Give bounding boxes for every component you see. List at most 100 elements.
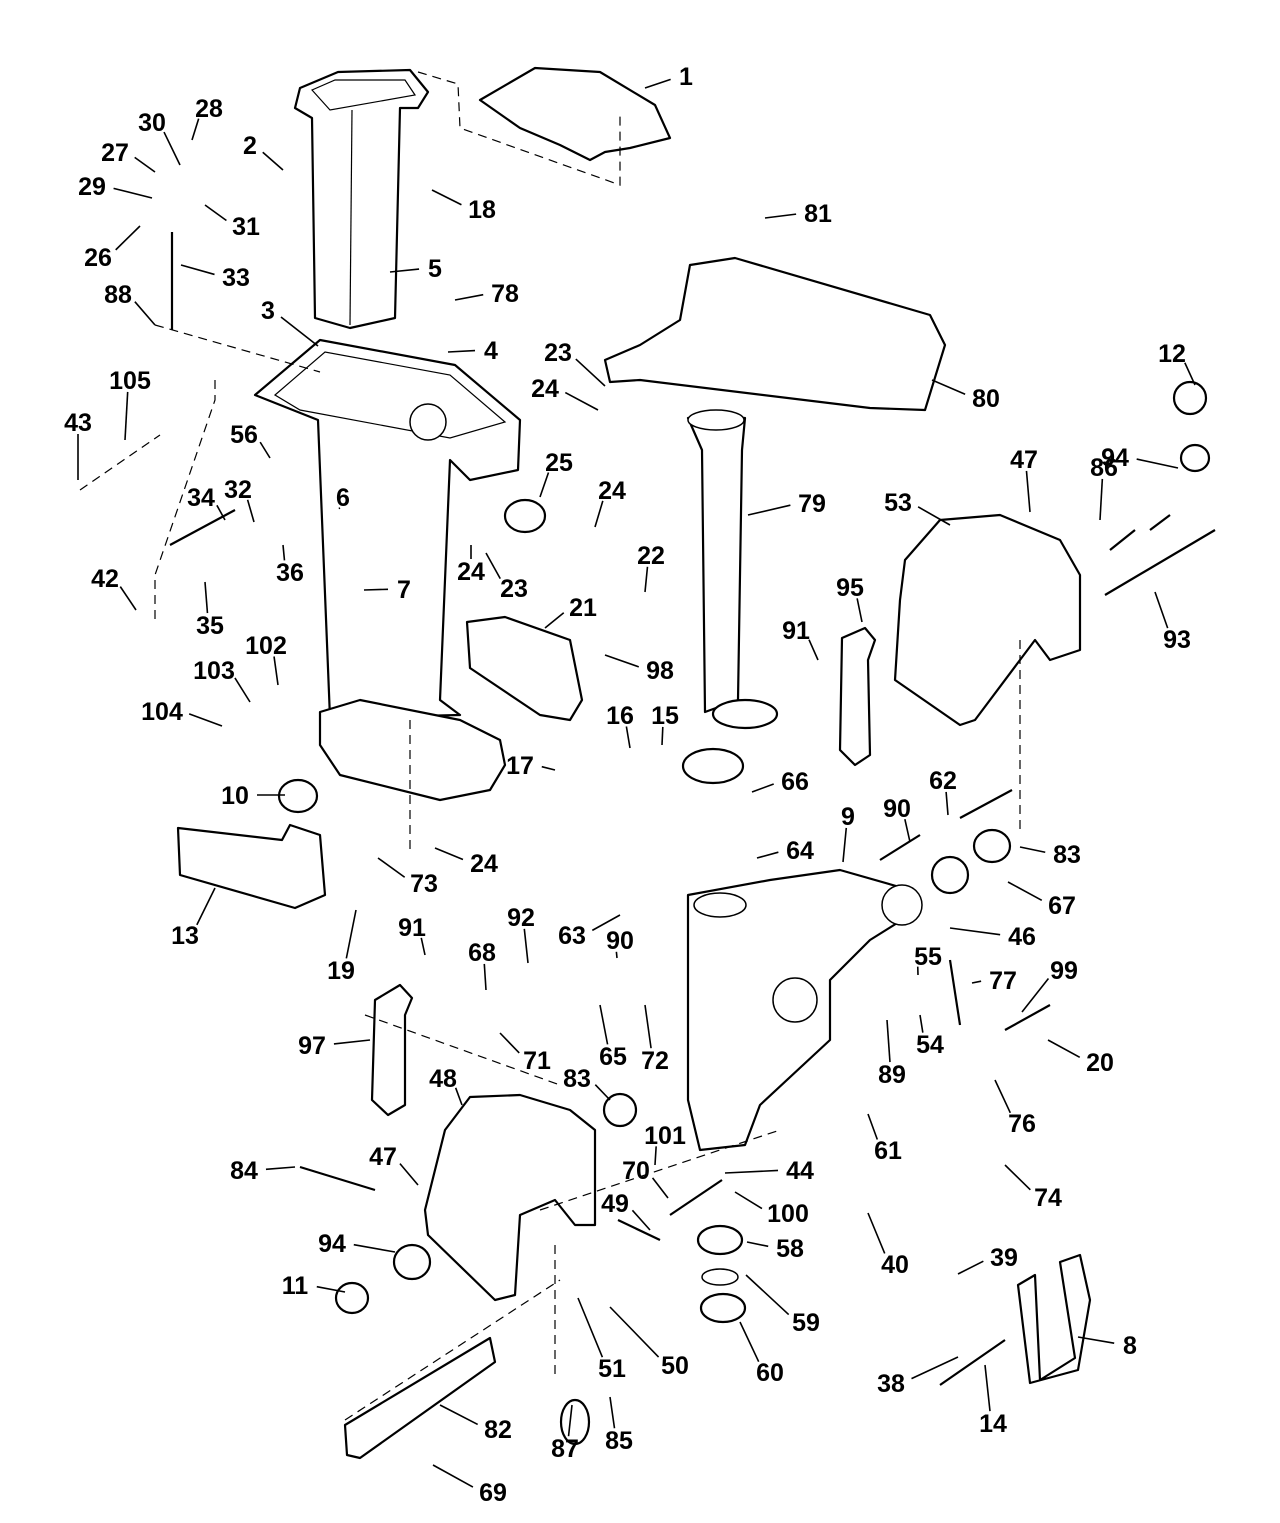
part-number-label: 3 [261, 297, 275, 325]
callout-c8: 8 [1077, 1332, 1137, 1360]
part-number-label: 74 [1034, 1184, 1062, 1212]
part-number-label: 33 [222, 264, 250, 292]
callout-c35: 35 [196, 581, 224, 640]
callout-c4: 4 [447, 337, 498, 365]
callout-c14: 14 [979, 1364, 1007, 1438]
part-number-label: 92 [507, 904, 535, 932]
part-number-label: 99 [1050, 957, 1078, 985]
callout-c70: 70 [622, 1157, 669, 1199]
leader-line [886, 1019, 891, 1063]
spring-drawing [617, 1219, 661, 1241]
leader-line [316, 1285, 346, 1293]
callout-c88: 88 [104, 281, 156, 326]
part-number-label: 78 [491, 280, 519, 308]
part-number-label: 86 [1090, 454, 1118, 482]
washer-drawing [972, 828, 1012, 864]
callout-c42: 42 [91, 565, 137, 611]
leader-line [867, 1113, 879, 1140]
callout-c55: 55 [914, 943, 942, 976]
part-number-label: 35 [196, 612, 224, 640]
part-number-label: 101 [644, 1122, 686, 1150]
leader-line [654, 1146, 657, 1166]
callout-c2: 2 [243, 132, 284, 171]
callout-c47a: 47 [1010, 446, 1038, 513]
leader-line [945, 791, 949, 816]
shaft-drawing [169, 509, 236, 546]
leader-line [756, 851, 779, 859]
part-number-label: 24 [457, 558, 485, 586]
callout-c60: 60 [739, 1321, 784, 1387]
part-number-label: 10 [221, 782, 249, 810]
stern-bracket-left-drawing [423, 1093, 597, 1302]
leader-line [447, 349, 476, 353]
part-number-label: 59 [792, 1309, 820, 1337]
leader-line [904, 819, 911, 843]
callout-c94a: 94 [1101, 444, 1179, 472]
leader-line [957, 1260, 984, 1275]
leader-line [196, 887, 216, 926]
leader-line [609, 1306, 660, 1358]
part-number-label: 79 [798, 490, 826, 518]
part-number-label: 91 [782, 617, 810, 645]
bracket-bar-drawing [343, 1336, 497, 1460]
callout-c23b: 23 [485, 552, 528, 603]
leader-line [994, 1079, 1012, 1114]
callout-c11: 11 [282, 1272, 346, 1300]
callout-c86: 86 [1090, 454, 1118, 521]
mount-cover-drawing [465, 615, 584, 722]
callout-c94b: 94 [318, 1230, 396, 1258]
part-number-label: 39 [990, 1244, 1018, 1272]
part-number-label: 28 [195, 95, 223, 123]
callout-c58: 58 [746, 1235, 804, 1263]
leader-line [338, 507, 341, 510]
leader-line [651, 1177, 669, 1199]
nut-drawing [1179, 443, 1211, 473]
leader-line [867, 1212, 886, 1254]
callout-c23a: 23 [544, 339, 606, 387]
part-number-label: 6 [336, 484, 350, 512]
callout-c62: 62 [929, 767, 957, 816]
callout-c59: 59 [745, 1274, 820, 1337]
callout-c30: 30 [138, 109, 181, 166]
leader-line [625, 726, 631, 749]
part-number-label: 5 [428, 255, 442, 283]
part-number-label: 1 [679, 63, 693, 91]
part-number-label: 2 [243, 132, 257, 160]
leader-line [273, 656, 279, 686]
leader-line [280, 316, 319, 347]
steering-arm-drawing [603, 256, 947, 412]
part-number-label: 40 [881, 1251, 909, 1279]
leader-line [134, 301, 156, 326]
leader-line [180, 264, 215, 276]
callout-c80: 80 [931, 379, 1000, 413]
part-number-label: 67 [1048, 892, 1076, 920]
callout-c72: 72 [641, 1004, 669, 1075]
leader-line [604, 654, 640, 668]
exhaust-plate-drawing [318, 698, 507, 802]
part-number-label: 46 [1008, 923, 1036, 951]
tilt-lever-right-drawing [838, 626, 877, 767]
part-number-label: 4 [484, 337, 498, 365]
leader-line [523, 928, 529, 964]
exhaust-tube-drawing [293, 68, 430, 330]
bushing-drawing [1109, 529, 1136, 551]
leader-line [575, 358, 606, 387]
part-number-label: 29 [78, 173, 106, 201]
callout-c101: 101 [644, 1122, 686, 1166]
leader-line [594, 1084, 611, 1101]
part-number-label: 19 [327, 957, 355, 985]
callout-c78: 78 [454, 280, 519, 308]
part-number-label: 12 [1158, 340, 1186, 368]
callout-c98: 98 [604, 654, 674, 685]
spring-drawing [948, 959, 962, 1026]
leader-line [567, 1404, 573, 1437]
leader-line [661, 726, 664, 746]
leader-line [1007, 881, 1043, 902]
leader-line [631, 1209, 651, 1231]
part-number-label: 49 [601, 1190, 629, 1218]
leader-line [432, 1464, 474, 1488]
leader-line [1021, 977, 1050, 1013]
part-number-label: 61 [874, 1137, 902, 1165]
part-number-label: 60 [756, 1359, 784, 1387]
part-number-label: 95 [836, 574, 864, 602]
